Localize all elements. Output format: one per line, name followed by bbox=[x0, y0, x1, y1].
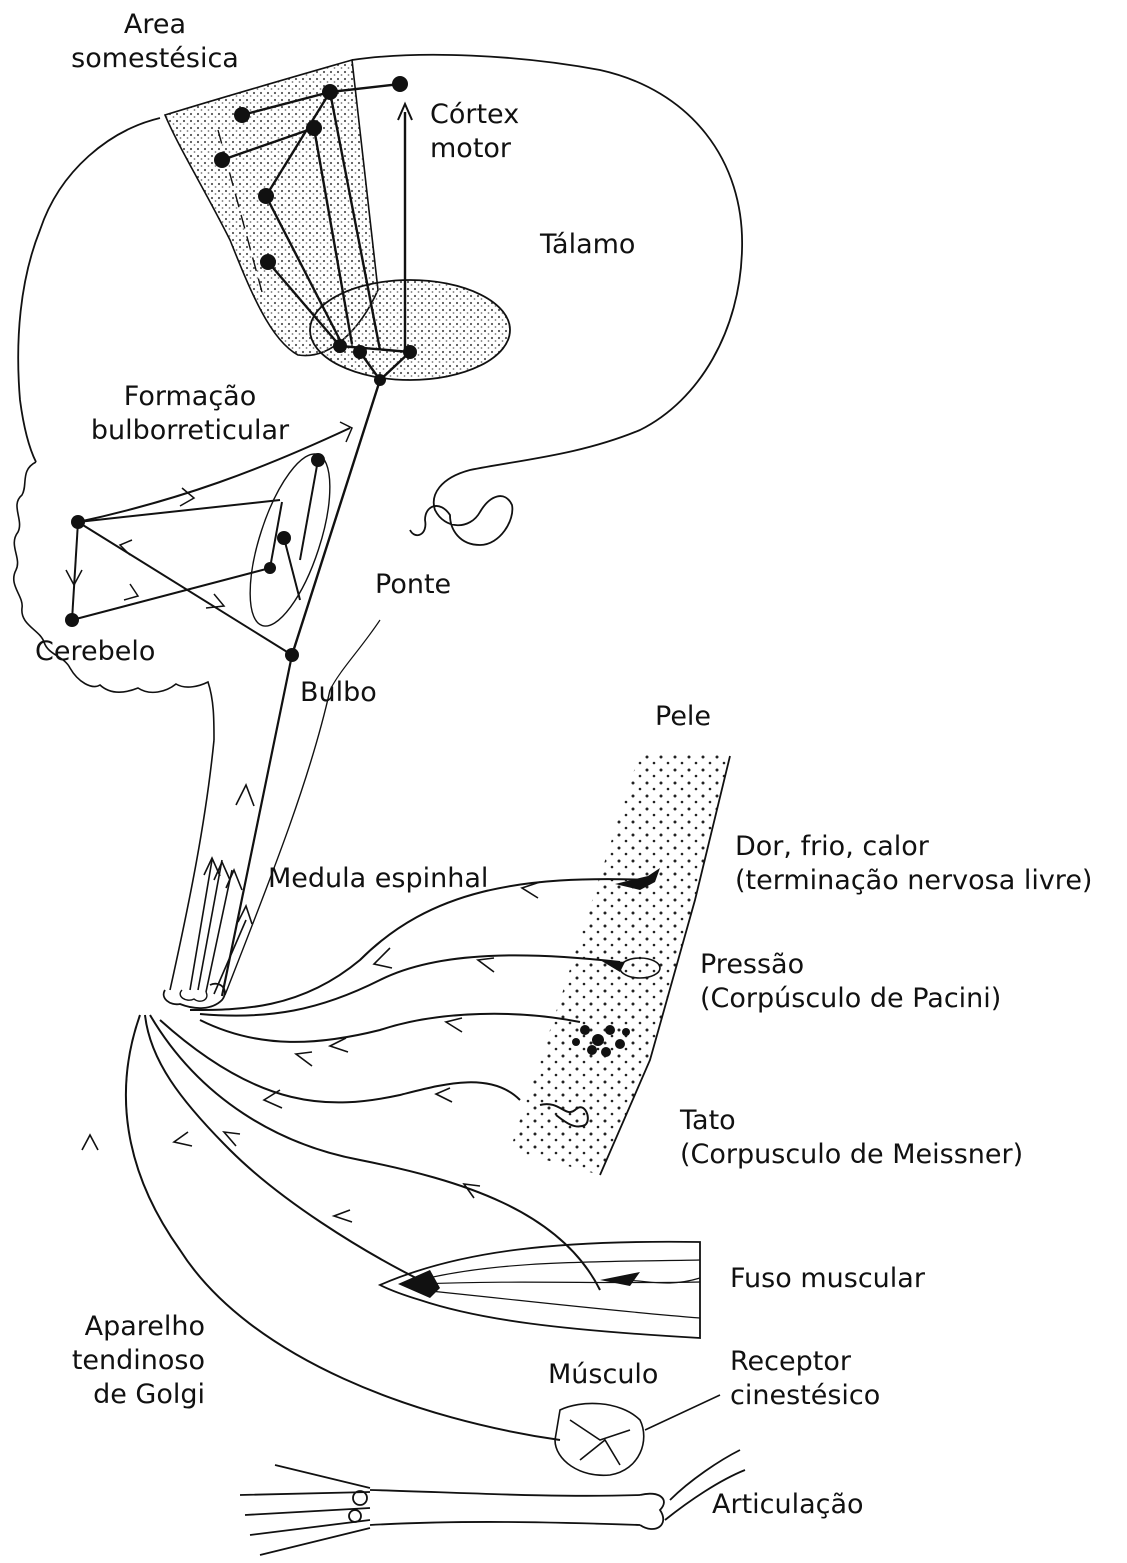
label-musculo: Músculo bbox=[548, 1358, 658, 1392]
label-line: Aparelho bbox=[40, 1310, 205, 1344]
label-ponte: Ponte bbox=[375, 568, 451, 602]
label-line: Córtex bbox=[430, 98, 519, 132]
label-line: Formação bbox=[85, 380, 295, 414]
thalamus bbox=[310, 280, 510, 380]
label-fuso-muscular: Fuso muscular bbox=[730, 1262, 925, 1296]
label-tato: Tato (Corpusculo de Meissner) bbox=[680, 1104, 1023, 1172]
label-medula-espinhal: Medula espinhal bbox=[268, 862, 488, 896]
label-line: Tato bbox=[680, 1104, 1023, 1138]
label-line: de Golgi bbox=[40, 1378, 205, 1412]
label-line: (Corpusculo de Meissner) bbox=[680, 1138, 1023, 1172]
label-line: Area bbox=[55, 8, 255, 42]
label-dor-frio-calor: Dor, frio, calor (terminação nervosa liv… bbox=[735, 830, 1092, 898]
label-cortex-motor: Córtex motor bbox=[430, 98, 519, 166]
label-line: Receptor bbox=[730, 1345, 880, 1379]
label-line: Dor, frio, calor bbox=[735, 830, 1092, 864]
label-line: (terminação nervosa livre) bbox=[735, 864, 1092, 898]
label-line: cinestésico bbox=[730, 1379, 880, 1413]
label-line: Pressão bbox=[700, 948, 1001, 982]
label-pressao: Pressão (Corpúsculo de Pacini) bbox=[700, 948, 1001, 1016]
label-cerebelo: Cerebelo bbox=[35, 635, 155, 669]
label-line: bulborreticular bbox=[85, 414, 295, 448]
label-articulacao: Articulação bbox=[712, 1488, 864, 1522]
label-formacao-bulborreticular: Formação bulborreticular bbox=[85, 380, 295, 448]
kinesthetic-receptor bbox=[555, 1395, 720, 1475]
spinal-cord-outline bbox=[170, 740, 214, 990]
label-line: somestésica bbox=[55, 42, 255, 76]
label-line: tendinoso bbox=[40, 1344, 205, 1378]
label-pele: Pele bbox=[655, 700, 711, 734]
label-line: (Corpúsculo de Pacini) bbox=[700, 982, 1001, 1016]
label-area-somestesica: Area somestésica bbox=[55, 8, 255, 76]
label-talamo: Tálamo bbox=[540, 228, 635, 262]
label-receptor-cinestesico: Receptor cinestésico bbox=[730, 1345, 880, 1413]
label-bulbo: Bulbo bbox=[300, 676, 377, 710]
arm-bones bbox=[240, 1450, 745, 1555]
label-aparelho-tendinoso: Aparelho tendinoso de Golgi bbox=[40, 1310, 205, 1412]
label-line: motor bbox=[430, 132, 519, 166]
